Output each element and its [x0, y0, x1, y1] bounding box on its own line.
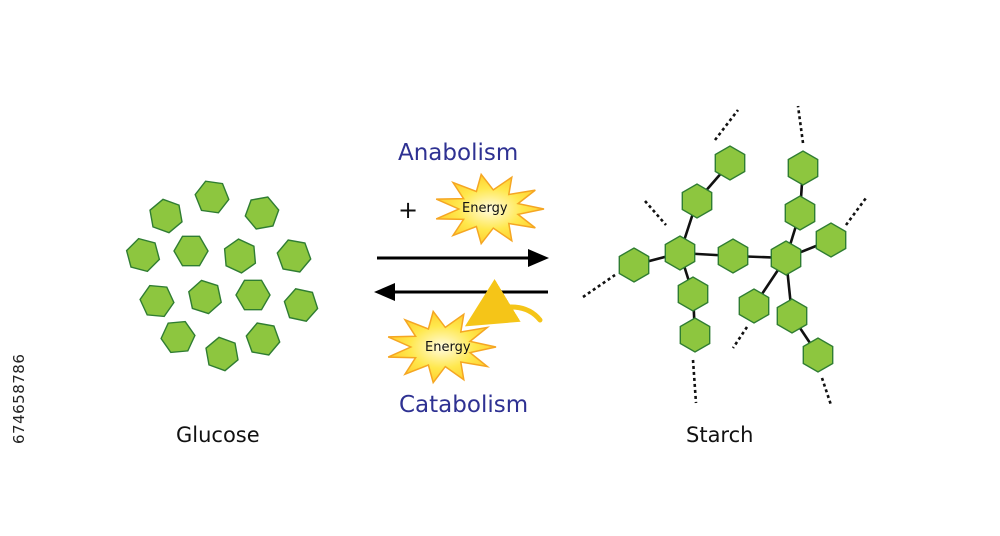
forward-arrow [377, 249, 549, 267]
energy-release-curved-arrow [464, 279, 543, 327]
glucose-hexagon [139, 284, 175, 318]
starch-hexagon [679, 317, 711, 353]
glucose-hexagon [125, 237, 161, 273]
plus-sign: + [398, 196, 419, 224]
anabolism-label: Anabolism [398, 140, 519, 166]
starch-hexagon [681, 183, 713, 219]
glucose-molecules [125, 180, 319, 372]
glucose-hexagon [245, 322, 281, 356]
stock-id-vertical: 674658786 [8, 296, 34, 446]
glucose-hexagon [244, 196, 280, 230]
glucose-hexagon [188, 279, 222, 315]
starch-hexagon [770, 240, 802, 276]
glucose-hexagon [235, 279, 271, 311]
reverse-arrow [374, 283, 548, 301]
glucose-hexagon [160, 320, 196, 354]
chain-continuation-dots [820, 377, 833, 406]
chain-continuation-dots [691, 359, 698, 404]
starch-molecules [618, 145, 847, 373]
energy-label-bottom: Energy [425, 340, 471, 355]
starch-hexagon [787, 150, 819, 186]
glucose-hexagon [149, 198, 183, 234]
starch-hexagon [738, 288, 770, 324]
chain-continuation-dots [731, 326, 749, 349]
chain-continuation-dots [796, 105, 805, 144]
glucose-hexagon [283, 288, 319, 322]
glucose-hexagon [194, 180, 230, 214]
energy-label-top: Energy [462, 201, 508, 216]
starch-hexagon [677, 276, 709, 312]
glucose-hexagon [173, 235, 209, 267]
chain-continuation-dots [713, 109, 740, 141]
energy-burst-bottom [387, 309, 497, 385]
glucose-label: Glucose [176, 423, 260, 447]
energy-burst-top [435, 172, 545, 246]
starch-hexagon [717, 238, 749, 274]
stock-id-text: 674658786 [10, 353, 28, 444]
starch-hexagon [815, 222, 847, 258]
starch-hexagon [714, 145, 746, 181]
starch-hexagon [784, 195, 816, 231]
chain-continuation-dots [844, 197, 868, 226]
chain-continuation-dots [644, 200, 667, 226]
starch-hexagon [776, 298, 808, 334]
glucose-hexagon [223, 238, 257, 274]
starch-hexagon [802, 337, 834, 373]
starch-hexagon [664, 235, 696, 271]
catabolism-label: Catabolism [399, 392, 529, 418]
starch-chain-continuations [582, 105, 868, 406]
glucose-hexagon [205, 336, 239, 372]
starch-label: Starch [686, 423, 754, 447]
glucose-hexagon [276, 239, 312, 273]
chain-continuation-dots [582, 273, 616, 299]
starch-hexagon [618, 247, 650, 283]
